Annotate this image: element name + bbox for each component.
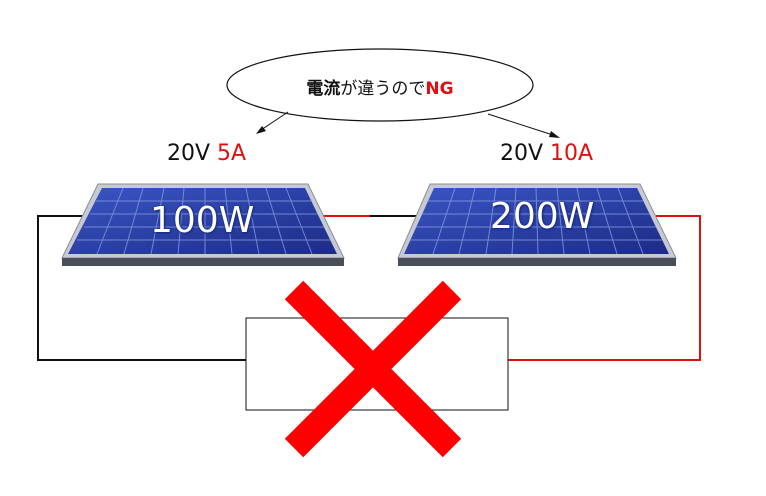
panel-1-voltage: 20V — [167, 141, 211, 166]
panel-2-current: 10A — [550, 141, 594, 166]
bubble-message: 電流が違うのでNG — [228, 74, 532, 99]
bubble-normal-text: が違うので — [340, 79, 426, 99]
bubble-arrowhead-left — [256, 126, 266, 134]
ng-cross-mark — [284, 280, 462, 458]
wire-positive-loop — [508, 215, 701, 361]
panel-2-voltage: 20V — [500, 141, 544, 166]
panel-1-current: 5A — [217, 141, 247, 166]
panel-2-title: 200W — [490, 196, 595, 237]
panel-1-rating: 20V 5A — [167, 141, 246, 166]
wire-negative-loop — [37, 215, 246, 361]
panel-1-title: 100W — [150, 200, 255, 241]
bubble-arrow-right — [487, 113, 557, 137]
solar-panel-100w — [61, 183, 345, 266]
panel-2-rating: 20V 10A — [500, 141, 593, 166]
bubble-ng-text: NG — [425, 79, 454, 99]
speech-bubble — [226, 48, 534, 122]
bubble-bold-text: 電流 — [306, 79, 341, 99]
bubble-arrowhead-right — [549, 131, 560, 138]
solar-panel-200w — [397, 183, 677, 266]
